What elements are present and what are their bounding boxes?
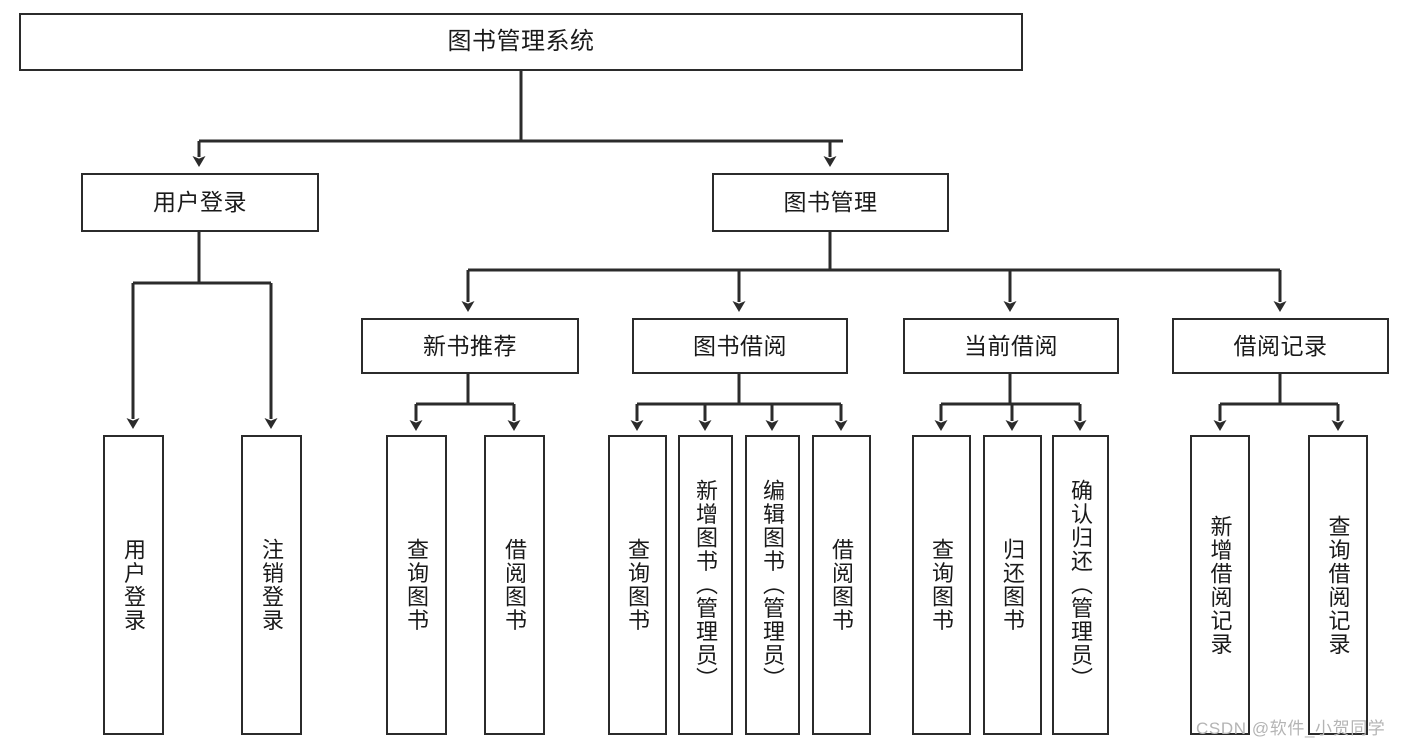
node-leaf-query-book-borrow[interactable]: 查询图书 [608, 435, 667, 735]
node-leaf-borrow-book-recommend-label: 借阅图书 [502, 538, 528, 632]
node-leaf-query-book-current-label: 查询图书 [929, 538, 955, 632]
node-leaf-borrow-book-recommend[interactable]: 借阅图书 [484, 435, 545, 735]
node-leaf-borrow-book[interactable]: 借阅图书 [812, 435, 871, 735]
node-leaf-edit-book-admin[interactable]: 编辑图书（管理员） [745, 435, 800, 735]
node-leaf-add-book-admin-label: 新增图书（管理员） [693, 479, 719, 691]
node-current-borrow[interactable]: 当前借阅 [903, 318, 1119, 374]
node-user-login[interactable]: 用户登录 [81, 173, 319, 232]
node-book-manage[interactable]: 图书管理 [712, 173, 949, 232]
node-borrow-record-label: 借阅记录 [1233, 332, 1328, 359]
node-leaf-confirm-return-admin[interactable]: 确认归还（管理员） [1052, 435, 1109, 735]
node-book-manage-label: 图书管理 [783, 189, 878, 216]
node-leaf-query-book-recommend-label: 查询图书 [404, 538, 430, 632]
node-leaf-user-login-label: 用户登录 [121, 538, 147, 632]
node-leaf-query-book-recommend[interactable]: 查询图书 [386, 435, 447, 735]
node-leaf-user-login[interactable]: 用户登录 [103, 435, 164, 735]
node-leaf-return-book-label: 归还图书 [1000, 538, 1026, 632]
node-book-borrow-label: 图书借阅 [693, 332, 787, 359]
node-new-book-recommend[interactable]: 新书推荐 [361, 318, 579, 374]
node-leaf-query-book-borrow-label: 查询图书 [625, 538, 651, 632]
node-leaf-add-borrow-record[interactable]: 新增借阅记录 [1190, 435, 1250, 735]
node-user-login-label: 用户登录 [153, 189, 247, 216]
node-leaf-return-book[interactable]: 归还图书 [983, 435, 1042, 735]
node-leaf-add-book-admin[interactable]: 新增图书（管理员） [678, 435, 733, 735]
node-current-borrow-label: 当前借阅 [964, 332, 1058, 359]
node-leaf-logout[interactable]: 注销登录 [241, 435, 302, 735]
node-leaf-query-borrow-record-label: 查询借阅记录 [1325, 514, 1351, 656]
node-leaf-add-borrow-record-label: 新增借阅记录 [1207, 514, 1233, 656]
node-root[interactable]: 图书管理系统 [19, 13, 1023, 71]
node-leaf-query-borrow-record[interactable]: 查询借阅记录 [1308, 435, 1368, 735]
csdn-watermark: CSDN @软件_小贺同学 [1196, 719, 1386, 738]
node-borrow-record[interactable]: 借阅记录 [1172, 318, 1389, 374]
node-leaf-borrow-book-label: 借阅图书 [829, 538, 855, 632]
node-leaf-query-book-current[interactable]: 查询图书 [912, 435, 971, 735]
node-new-book-recommend-label: 新书推荐 [423, 332, 517, 359]
node-book-borrow[interactable]: 图书借阅 [632, 318, 848, 374]
node-root-label: 图书管理系统 [447, 28, 595, 56]
node-leaf-logout-label: 注销登录 [259, 538, 285, 632]
node-leaf-edit-book-admin-label: 编辑图书（管理员） [760, 479, 786, 691]
node-leaf-confirm-return-admin-label: 确认归还（管理员） [1068, 479, 1094, 691]
